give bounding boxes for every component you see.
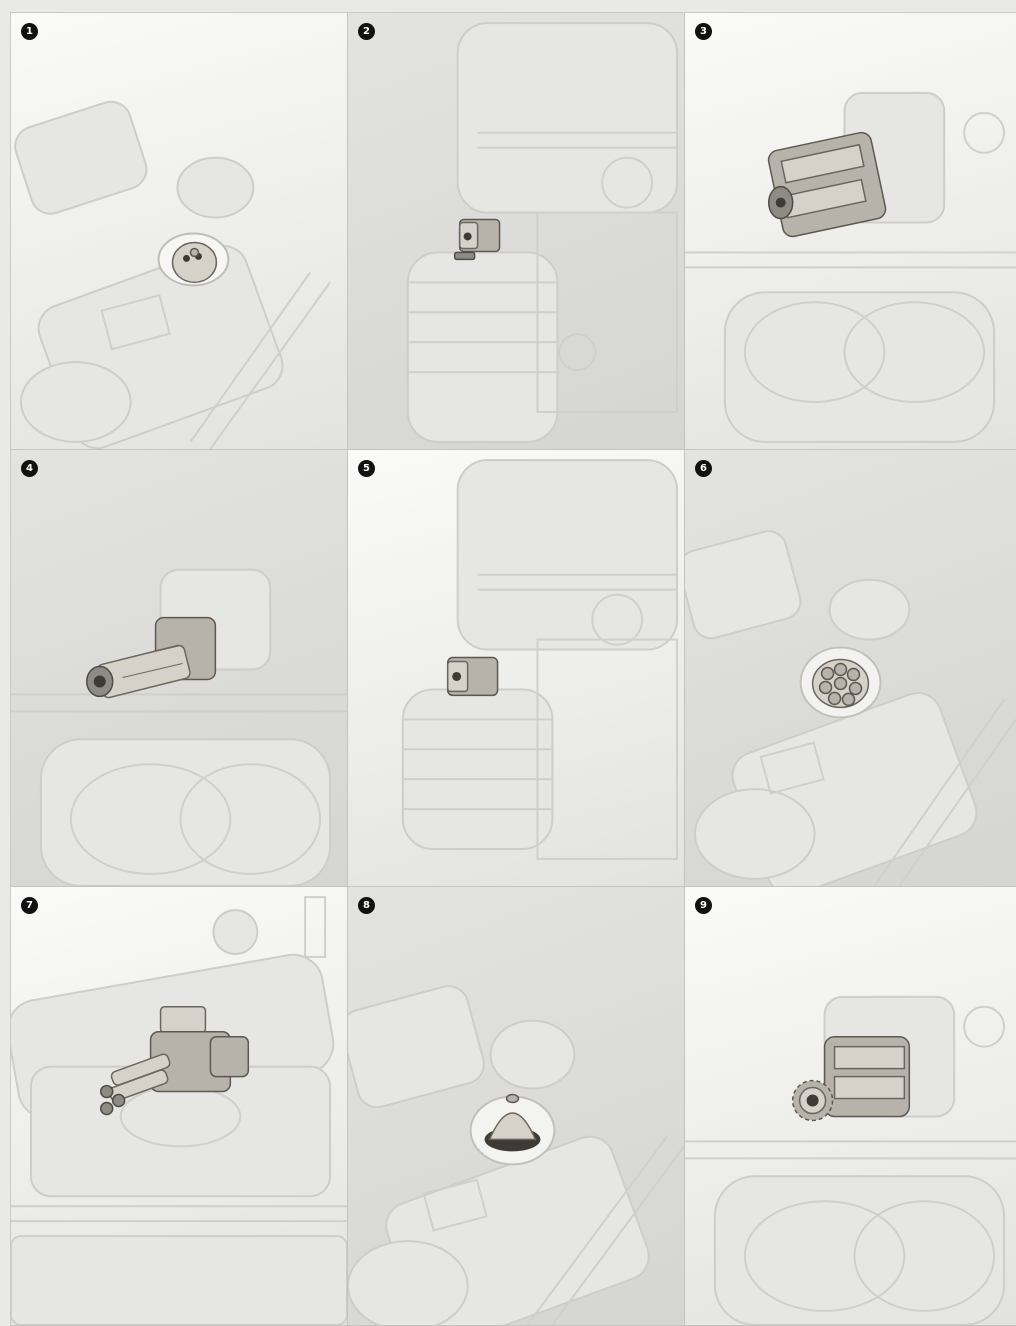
tank-ghost-outline <box>11 897 347 1325</box>
tank-hull-illustration <box>11 13 347 449</box>
step-number-badge: 5 <box>358 460 375 477</box>
step-number-badge: 3 <box>695 23 712 40</box>
step-number-badge: 2 <box>358 23 375 40</box>
tank-hull-illustration <box>348 887 684 1325</box>
tank-top-illustration <box>11 887 347 1325</box>
step-number-badge: 4 <box>21 460 38 477</box>
multi-tube-launcher-icon <box>813 660 869 708</box>
step-number-badge: 6 <box>695 460 712 477</box>
step-number-badge: 8 <box>358 897 375 914</box>
tank-side-illustration <box>348 450 684 886</box>
step-panel-8: 8 <box>348 887 685 1326</box>
tank-side-illustration <box>348 13 684 449</box>
step-panel-7: 7 <box>11 887 348 1326</box>
step-panel-3: 3 <box>685 13 1016 450</box>
tank-hull-illustration <box>685 450 1016 886</box>
tank-front-illustration <box>685 13 1016 449</box>
ball-sponson-icon <box>173 242 217 282</box>
step-panel-9: 9 <box>685 887 1016 1326</box>
tank-front-illustration <box>11 450 347 886</box>
small-gun-mount-icon <box>448 658 498 696</box>
step-panel-6: 6 <box>685 450 1016 887</box>
tank-front-illustration <box>685 887 1016 1325</box>
step-panel-5: 5 <box>348 450 685 887</box>
step-panel-2: 2 <box>348 13 685 450</box>
step-number-badge: 7 <box>21 897 38 914</box>
step-number-badge: 1 <box>21 23 38 40</box>
step-panel-1: 1 <box>11 13 348 450</box>
tank-ghost-outline <box>403 460 677 859</box>
step-grid: 1 <box>10 12 1016 1326</box>
long-barrel-gun-icon <box>87 618 216 699</box>
step-number-badge: 9 <box>695 897 712 914</box>
step-panel-4: 4 <box>11 450 348 887</box>
gear-barrel-gun-icon <box>793 1037 910 1121</box>
tank-ghost-outline <box>408 23 677 442</box>
